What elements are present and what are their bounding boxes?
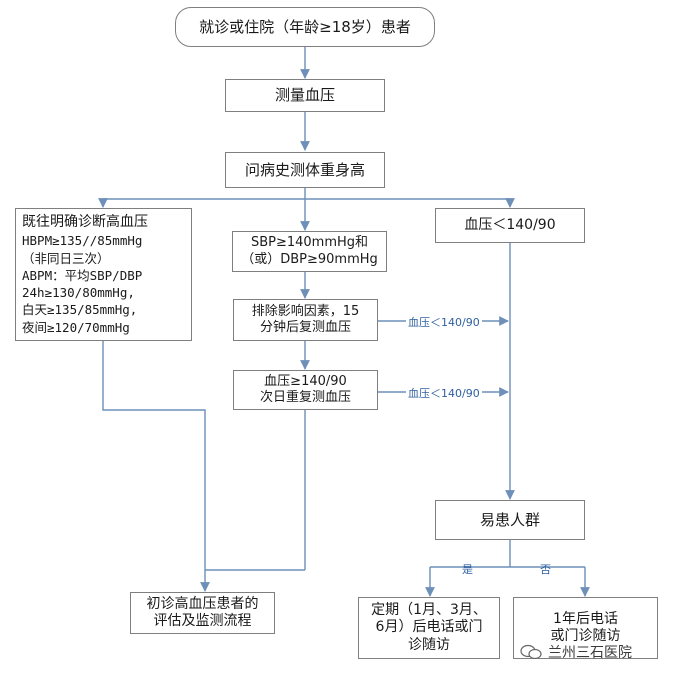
- high-bp-line-1: SBP≥140mmHg和: [250, 235, 369, 251]
- start-node-text: 就诊或住院（年龄≥18岁）患者: [199, 17, 411, 36]
- susceptible-node: 易患人群: [435, 500, 585, 540]
- diagnosed-line-1: 既往明确诊断高血压: [22, 214, 148, 230]
- one-year-line-1: 1年后电话: [553, 610, 618, 627]
- exclude-line-1: 排除影响因素，15: [251, 303, 360, 319]
- diagnosed-line-6: 白天≥135/85mmHg,: [22, 302, 138, 318]
- one-year-line-2: 或门诊随访: [550, 628, 621, 644]
- initial-eval-line-2: 评估及监测流程: [153, 613, 252, 629]
- initial-eval-line-1: 初诊高血压患者的: [146, 595, 259, 612]
- initial-eval-node: 初诊高血压患者的 评估及监测流程: [130, 592, 275, 634]
- low-bp-text: 血压＜140/90: [464, 216, 556, 233]
- next-day-line-1: 血压≥140/90: [264, 373, 347, 389]
- exclude-factors-node: 排除影响因素，15 分钟后复测血压: [233, 299, 378, 341]
- edge-label-no: 否: [540, 563, 551, 576]
- diagnosed-line-7: 夜间≥120/70mmHg: [22, 319, 130, 335]
- periodic-line-3: 诊随访: [407, 636, 450, 653]
- low-bp-node: 血压＜140/90: [435, 208, 585, 243]
- exclude-line-2: 分钟后复测血压: [259, 320, 351, 335]
- edge-label-exclude-low-bp: 血压＜140/90: [406, 314, 482, 330]
- diagnosed-criteria-node: 既往明确诊断高血压 HBPM≥135//85mmHg （非同日三次） ABPM：…: [15, 208, 192, 341]
- start-node: 就诊或住院（年龄≥18岁）患者: [175, 7, 435, 47]
- diagnosed-line-3: （非同日三次）: [22, 250, 110, 266]
- diagnosed-line-2: HBPM≥135//85mmHg: [22, 233, 143, 249]
- periodic-line-1: 定期（1月、3月、: [371, 601, 487, 618]
- watermark-text: 兰州三石医院: [548, 645, 632, 661]
- watermark: 兰州三石医院: [520, 642, 632, 662]
- wechat-icon: [520, 644, 542, 660]
- arrow-diagnosed-to-initial-eval: [102, 341, 210, 592]
- measure-bp-text: 测量血压: [274, 86, 335, 105]
- periodic-followup-node: 定期（1月、3月、 6月）后电话或门 诊随访: [358, 597, 500, 659]
- edge-label-next-day-low-bp: 血压＜140/90: [406, 385, 482, 401]
- history-text: 问病史测体重身高: [244, 160, 365, 179]
- one-year-followup-node: 1年后电话 或门诊随访: [513, 597, 658, 659]
- next-day-node: 血压≥140/90 次日重复测血压: [233, 370, 378, 410]
- measure-bp-node: 测量血压: [225, 79, 385, 112]
- next-day-line-2: 次日重复测血压: [259, 390, 351, 405]
- edge-label-yes: 是: [462, 563, 473, 576]
- high-bp-node: SBP≥140mmHg和 （或）DBP≥90mmHg: [232, 231, 387, 272]
- susceptible-text: 易患人群: [479, 510, 540, 529]
- diagnosed-line-5: 24h≥130/80mmHg,: [22, 285, 135, 301]
- history-node: 问病史测体重身高: [225, 152, 385, 188]
- high-bp-line-2: （或）DBP≥90mmHg: [241, 251, 378, 267]
- diagnosed-line-4: ABPM：平均SBP/DBP: [22, 267, 143, 283]
- periodic-line-2: 6月）后电话或门: [375, 619, 483, 636]
